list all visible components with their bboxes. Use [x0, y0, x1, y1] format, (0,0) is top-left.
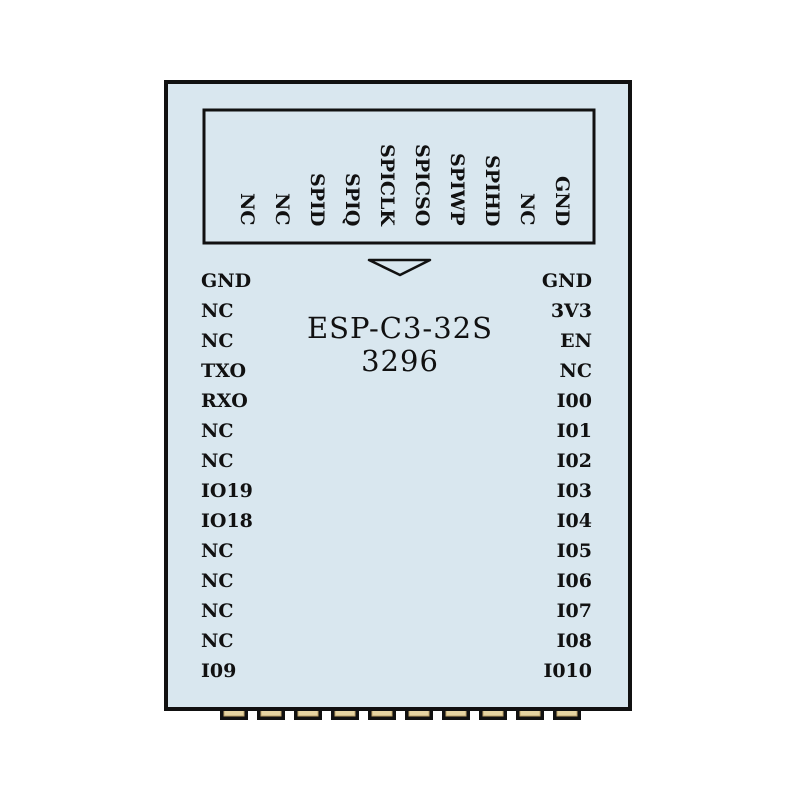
- top-pin-label: NC: [236, 193, 258, 226]
- left-pin-label: NC: [201, 570, 234, 592]
- top-pin-label: SPIQ: [341, 173, 363, 227]
- top-pin-label: SPIWP: [446, 153, 468, 226]
- right-pin-label: I08: [556, 630, 592, 652]
- right-pin-label: I04: [556, 510, 592, 532]
- right-pin-label: NC: [559, 360, 593, 382]
- top-pin-label: NC: [271, 193, 293, 226]
- right-pin-label: I07: [556, 600, 592, 622]
- left-pin-label: IO19: [201, 480, 253, 502]
- triangle-down-icon: [367, 258, 432, 277]
- right-pin-label: I05: [556, 540, 592, 562]
- left-pin-label: NC: [201, 600, 234, 622]
- top-pin-label: NC: [516, 193, 538, 226]
- antenna-area: [202, 108, 596, 245]
- module-model: ESP-C3-32S: [307, 311, 493, 345]
- right-pin-label: I03: [556, 480, 592, 502]
- right-pin-label: I010: [543, 660, 592, 682]
- left-pin-label: IO18: [201, 510, 253, 532]
- left-pin-label: NC: [201, 450, 234, 472]
- right-pin-label: GND: [541, 270, 592, 292]
- top-pin-label: SPIHD: [481, 155, 503, 227]
- top-pin-label: SPID: [306, 173, 328, 227]
- left-pin-label: NC: [201, 330, 234, 352]
- left-pin-label: NC: [201, 420, 234, 442]
- module-code: 3296: [361, 344, 439, 378]
- left-pin-label: NC: [201, 630, 234, 652]
- right-pin-label: I00: [556, 390, 592, 412]
- left-pin-label: RXO: [201, 390, 248, 412]
- left-pin-label: I09: [201, 660, 237, 682]
- right-pin-label: I06: [556, 570, 592, 592]
- right-pin-label: 3V3: [550, 300, 592, 322]
- left-pin-label: NC: [201, 300, 234, 322]
- right-pin-label: I01: [556, 420, 592, 442]
- left-pin-label: NC: [201, 540, 234, 562]
- top-pin-label: GND: [551, 176, 573, 227]
- right-pin-label: EN: [560, 330, 592, 352]
- left-pin-label: GND: [201, 270, 252, 292]
- right-pin-label: I02: [556, 450, 592, 472]
- left-pin-label: TXO: [201, 360, 247, 382]
- top-pin-label: SPICLK: [376, 144, 398, 226]
- top-pin-label: SPICSO: [411, 144, 433, 227]
